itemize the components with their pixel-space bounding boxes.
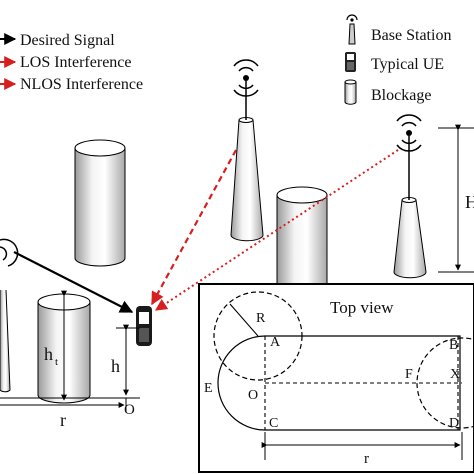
nlos-interference-link [154, 149, 399, 311]
H-label: H [465, 192, 474, 212]
top-view-title: Top view [330, 298, 394, 317]
tv-label-F: F [405, 367, 413, 382]
legend-typical-ue-label: Typical UE [371, 56, 444, 73]
tv-label-E: E [204, 381, 213, 396]
legend-nlos-label: NLOS Interference [20, 76, 143, 93]
ht-subscript: t [55, 356, 58, 368]
r-label: r [60, 410, 66, 430]
H-dimension: H [438, 124, 474, 273]
desired-signal-link [13, 251, 134, 313]
legend-desired-label: Desired Signal [20, 32, 115, 49]
tv-label-O: O [248, 388, 258, 403]
legend-los-label: LOS Interference [20, 54, 132, 71]
los-interference-link [151, 149, 237, 306]
tv-label-A: A [270, 335, 281, 350]
radius-circle-A [213, 291, 303, 381]
stadium-outline [217, 335, 461, 431]
legend-right: Base Station Typical UE Blockage [344, 14, 451, 105]
h-label: h [111, 356, 120, 376]
legend-blockage-label: Blockage [371, 87, 431, 104]
tv-label-C: C [269, 416, 278, 431]
legend-left: Desired Signal LOS Interference NLOS Int… [0, 32, 143, 93]
circle-right [416, 337, 474, 429]
h-dimension: h [111, 324, 140, 396]
tv-label-X: X [450, 367, 460, 382]
phone-icon [345, 52, 356, 72]
tv-label-R: R [256, 311, 266, 326]
ht-label: h [44, 344, 53, 364]
tv-label-B: B [449, 338, 458, 353]
base-station-tower [393, 114, 427, 279]
base-station-icon [346, 14, 358, 45]
legend-base-station-label: Base Station [371, 27, 451, 44]
blockage-icon [344, 79, 357, 105]
tv-label-r: r [364, 451, 369, 467]
o-label: O [124, 402, 135, 418]
ht-dimension: h t [44, 290, 67, 401]
blockage-cylinder [74, 139, 126, 267]
ground-r-dimension: r O [0, 397, 140, 430]
tv-label-D: D [449, 416, 459, 431]
top-view-inset: Top view R A B C D E F O X r [198, 283, 474, 473]
typical-ue-phone [136, 306, 152, 346]
base-station-tower-partial [0, 238, 19, 393]
base-station-tower [230, 59, 264, 242]
